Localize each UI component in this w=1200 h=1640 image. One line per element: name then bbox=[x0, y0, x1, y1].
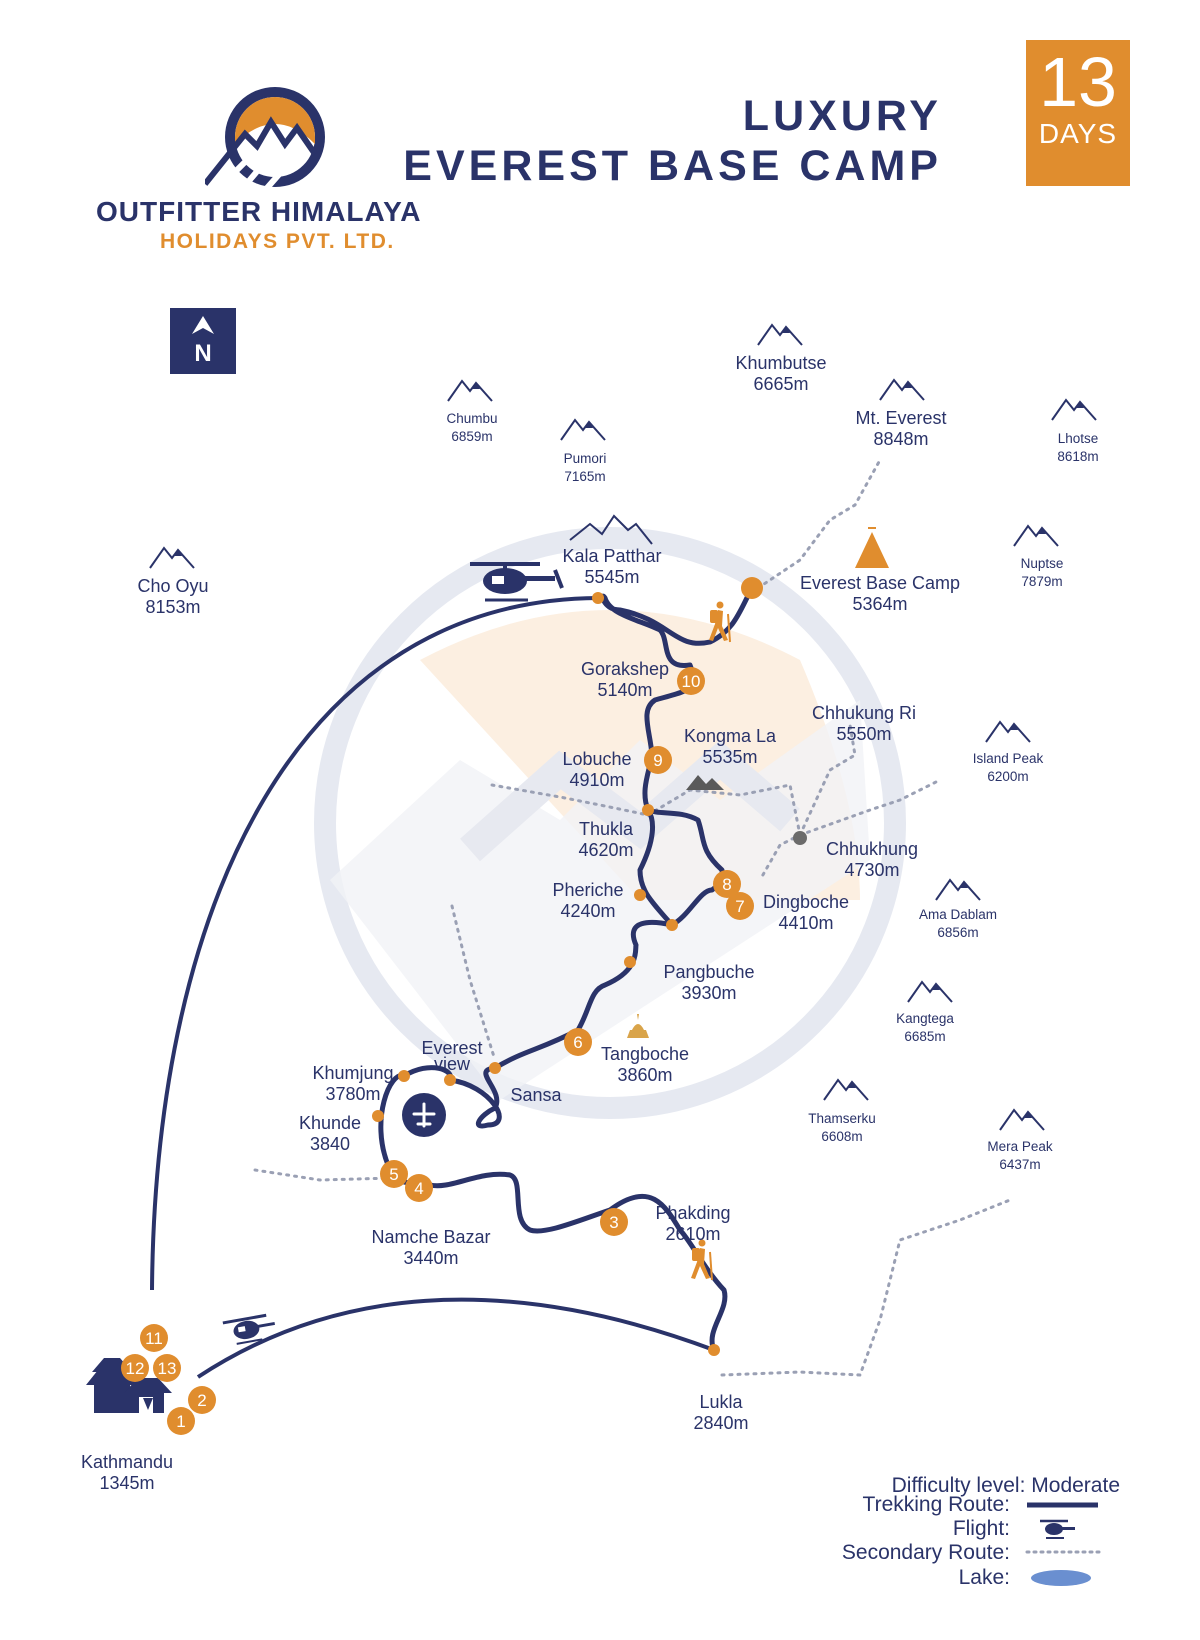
svg-text:11: 11 bbox=[145, 1329, 163, 1348]
day-marker-12: 12 bbox=[121, 1354, 149, 1382]
legend-difficulty-value: Moderate bbox=[1031, 1474, 1120, 1497]
svg-text:7: 7 bbox=[735, 897, 744, 916]
days-label: DAYS bbox=[1038, 118, 1118, 149]
title-line-2: EVEREST BASE CAMP bbox=[403, 142, 942, 190]
legend-flight: Flight: bbox=[952, 1517, 1010, 1540]
trekking-route-pheriche bbox=[637, 808, 674, 927]
svg-text:3: 3 bbox=[609, 1213, 618, 1232]
tent-icon bbox=[855, 532, 889, 568]
brand-logo bbox=[205, 87, 325, 191]
day-marker-9: 9 bbox=[644, 746, 672, 774]
legend-secondary-route: Secondary Route: bbox=[841, 1541, 1010, 1564]
svg-text:4: 4 bbox=[414, 1179, 423, 1198]
route-stops bbox=[372, 577, 763, 1356]
svg-text:8: 8 bbox=[722, 875, 731, 894]
north-arrow-icon bbox=[192, 316, 214, 334]
kongma-la-pass-icon bbox=[686, 775, 724, 790]
legend-difficulty-label: Difficulty level: bbox=[891, 1474, 1026, 1497]
legend-lake: Lake: bbox=[958, 1566, 1010, 1589]
legend-helicopter-icon bbox=[1040, 1519, 1075, 1539]
helicopter-icon-large bbox=[470, 562, 564, 602]
chhukhung-dot bbox=[793, 831, 807, 845]
day-marker-1: 1 bbox=[167, 1407, 195, 1435]
brand-subtitle: HOLIDAYS PVT. LTD. bbox=[160, 230, 395, 253]
flight-route-kalapatthar bbox=[150, 596, 599, 1291]
day-marker-3: 3 bbox=[600, 1208, 628, 1236]
days-number: 13 bbox=[1039, 43, 1117, 121]
day-marker-2: 2 bbox=[188, 1386, 216, 1414]
trekking-route bbox=[378, 585, 755, 1353]
day-markers: 1 2 3 4 5 6 7 8 9 10 11 12 13 bbox=[121, 667, 754, 1435]
day-marker-6: 6 bbox=[564, 1028, 592, 1056]
legend-trekking-route: Trekking Route: bbox=[862, 1493, 1010, 1516]
day-marker-11: 11 bbox=[140, 1324, 168, 1352]
day-marker-8: 8 bbox=[713, 870, 741, 898]
legend-lake-icon bbox=[1031, 1570, 1091, 1586]
svg-text:10: 10 bbox=[682, 672, 701, 691]
kala-patthar-ridge-icon bbox=[569, 514, 653, 545]
svg-text:1: 1 bbox=[176, 1412, 185, 1431]
svg-text:2: 2 bbox=[197, 1391, 206, 1410]
day-marker-5: 5 bbox=[380, 1160, 408, 1188]
svg-text:12: 12 bbox=[126, 1359, 145, 1378]
day-marker-10: 10 bbox=[677, 667, 705, 695]
helicopter-icon-small bbox=[222, 1313, 276, 1345]
place-sansa: Sansa bbox=[510, 1085, 562, 1105]
svg-text:9: 9 bbox=[653, 751, 662, 770]
flight-route-lukla bbox=[196, 1297, 715, 1379]
stupa-icon bbox=[627, 1014, 649, 1038]
title-line-1: LUXURY bbox=[742, 92, 942, 140]
svg-text:13: 13 bbox=[158, 1359, 177, 1378]
brand-name: OUTFITTER HIMALAYA bbox=[96, 196, 422, 227]
day-marker-13: 13 bbox=[153, 1354, 181, 1382]
legend-difficulty: Difficulty level: Moderate bbox=[892, 1474, 1120, 1498]
day-marker-4: 4 bbox=[405, 1174, 433, 1202]
day-marker-7: 7 bbox=[726, 892, 754, 920]
svg-text:5: 5 bbox=[389, 1165, 398, 1184]
kathmandu-temple-icon bbox=[86, 1358, 172, 1413]
north-label: N bbox=[194, 340, 212, 367]
watermark-emblem bbox=[314, 527, 906, 1119]
days-badge: 13 DAYS bbox=[1026, 40, 1130, 186]
svg-text:6: 6 bbox=[573, 1033, 582, 1052]
north-compass: N bbox=[170, 308, 236, 374]
